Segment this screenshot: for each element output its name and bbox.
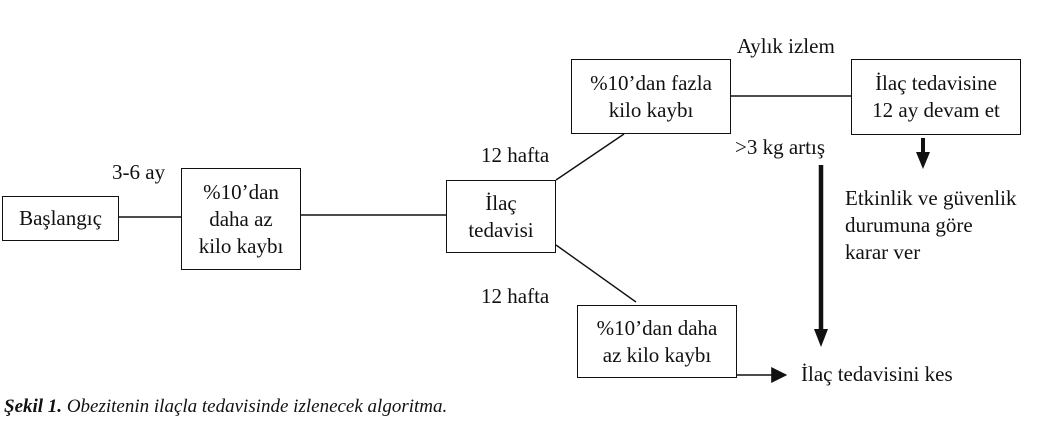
arrow-continue-head [916, 152, 930, 169]
low-loss-initial-node: %10’dan daha az kilo kaybı [181, 168, 301, 270]
connector-drug-to-high [555, 133, 625, 181]
drug-therapy-node: İlaç tedavisi [446, 180, 556, 253]
caption-text: Obezitenin ilaçla tedavisinde izlenecek … [62, 396, 448, 417]
start-node-label: Başlangıç [19, 206, 102, 230]
decide-label: Etkinlik ve güvenlik durumuna göre karar… [845, 186, 1017, 264]
low-loss-initial-label: %10’dan daha az kilo kaybı [198, 179, 284, 258]
weeks-upper-label: 12 hafta [481, 143, 550, 167]
stop-label: İlaç tedavisini kes [801, 362, 953, 386]
figure-caption: Şekil 1. Obezitenin ilaçla tedavisinde i… [4, 396, 447, 418]
low-loss-12w-node: %10’dan daha az kilo kaybı [577, 305, 737, 378]
high-loss-node: %10’dan fazla kilo kaybı [571, 59, 731, 134]
low-loss-12w-label: %10’dan daha az kilo kaybı [596, 315, 718, 367]
continue-therapy-label: İlaç tedavisine 12 ay devam et [872, 71, 1000, 122]
arrow-gain-head [814, 329, 828, 347]
high-loss-label: %10’dan fazla kilo kaybı [590, 70, 712, 122]
drug-therapy-label: İlaç tedavisi [468, 190, 534, 242]
caption-label: Şekil 1. [4, 396, 63, 417]
gain-label: >3 kg artış [735, 135, 825, 159]
monthly-label: Aylık izlem [737, 34, 835, 58]
continue-therapy-node: İlaç tedavisine 12 ay devam et [851, 59, 1021, 135]
period-label: 3-6 ay [112, 160, 166, 184]
connector-drug-to-low-12w [555, 244, 637, 303]
start-node: Başlangıç [2, 196, 119, 241]
weeks-lower-label: 12 hafta [481, 284, 550, 308]
